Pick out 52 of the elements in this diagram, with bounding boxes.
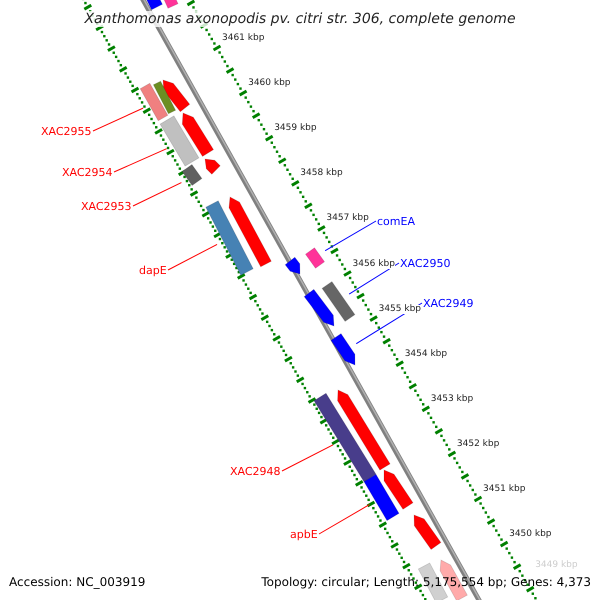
gene-bar: [304, 247, 326, 269]
gene-bar: [304, 288, 334, 327]
leader-line: [348, 262, 400, 295]
summary-text: Topology: circular; Length: 5,175,554 bp; Genes: 4,373: [261, 576, 591, 588]
gene-bar: [384, 469, 414, 510]
title: Xanthomonas axonopodis pv. citri str. 306, complete genome: [82, 11, 518, 27]
gene-bar: [182, 112, 214, 157]
gene-bar: [152, 80, 176, 114]
scale-label: 3460 kbp: [248, 79, 290, 88]
gene-bar: [182, 164, 202, 186]
gene-label: XAC2953: [81, 200, 132, 212]
scale-label: 3450 kbp: [509, 530, 552, 540]
scale-label: 3458 kbp: [300, 169, 343, 178]
gene-label: XAC2955: [41, 126, 92, 136]
scale-label: 3456 kbp: [352, 260, 395, 268]
gene-bar: [228, 196, 272, 268]
scale-label: 3452 kbp: [456, 440, 500, 449]
gene-bar: [330, 333, 356, 366]
leader-line: [132, 182, 182, 206]
gene-label: XAC2949: [423, 298, 474, 308]
gene-label: XAC2950: [400, 258, 451, 268]
gene-bar: [162, 0, 179, 9]
gene-bar: [414, 514, 442, 550]
scale-label: 3459 kbp: [274, 124, 317, 134]
gene-label: dapE: [139, 264, 167, 276]
scale-label: 3453 kbp: [430, 394, 474, 404]
scale-label: 3454 kbp: [404, 350, 448, 359]
gene-bar: [322, 281, 356, 322]
gene-label: apbE: [290, 528, 318, 540]
gene-bar: [204, 158, 221, 175]
gene-bar: [205, 200, 254, 276]
leader-line: [114, 148, 168, 172]
gene-bar: [160, 115, 200, 167]
gene-bar: [284, 256, 300, 275]
scale-label: 3461 kbp: [222, 34, 264, 43]
gene-label: XAC2948: [230, 466, 281, 476]
leader-line: [92, 108, 144, 132]
gene-bar: [162, 79, 190, 112]
gene-bar: [140, 82, 168, 122]
scale-label: 3455 kbp: [378, 304, 421, 314]
leader-line: [318, 504, 370, 534]
leader-line: [168, 244, 218, 270]
gene-label: comEA: [377, 216, 415, 226]
gene-bar: [337, 389, 391, 471]
leader-line: [324, 220, 376, 252]
accession-text: Accession: NC_003919: [9, 576, 146, 588]
gene-label: XAC2954: [62, 166, 113, 178]
gene-bar: [313, 392, 377, 482]
scale-label: 3457 kbp: [326, 214, 369, 224]
gene-bar: [363, 474, 400, 522]
scale-label: 3451 kbp: [483, 485, 526, 494]
leader-line: [282, 444, 334, 472]
